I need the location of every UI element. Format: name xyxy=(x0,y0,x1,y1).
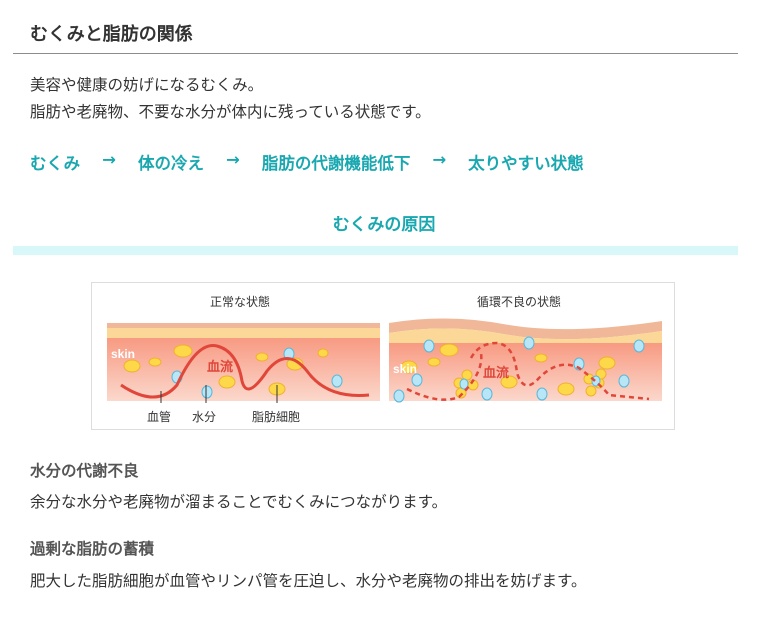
fat-cell-label: 脂肪細胞 xyxy=(252,410,301,424)
flow-step: 太りやすい状態 xyxy=(468,154,584,173)
arrow-icon: → xyxy=(102,150,116,169)
label-leaders xyxy=(160,385,278,403)
intro-line-1: 美容や健康の妨げになるむくみ。 xyxy=(30,76,264,94)
page-title: むくみと脂肪の関係 xyxy=(30,24,193,45)
section-heading: むくみの原因 xyxy=(332,215,436,235)
heading-band xyxy=(13,246,738,255)
cause-flow: むくみ → 体の冷え → 脂肪の代謝機能低下 → 太りやすい状態 xyxy=(30,150,606,174)
arrow-icon: → xyxy=(432,150,447,169)
flow-step: むくみ xyxy=(30,154,81,173)
section-text: 肥大した脂肪細胞が血管やリンパ管を圧迫し、水分や老廃物の排出を妨げます。 xyxy=(30,572,587,590)
skin-label: skin xyxy=(111,347,135,361)
blood-flow-label: 血流 xyxy=(207,359,233,375)
section-heading: 過剰な脂肪の蓄積 xyxy=(30,540,155,558)
title-divider xyxy=(13,53,738,54)
normal-skin-illustration: skin 血流 xyxy=(107,323,380,401)
water-label: 水分 xyxy=(192,410,217,424)
section-text: 余分な水分や老廃物が溜まることでむくみにつながります。 xyxy=(30,493,448,511)
flow-step: 体の冷え xyxy=(138,154,204,173)
section-heading: 水分の代謝不良 xyxy=(30,462,139,480)
flow-step: 脂肪の代謝機能低下 xyxy=(261,154,411,173)
circulation-figure: 正常な状態 循環不良の状態 skin 血流 skin 血流 血管 水分 脂肪細胞 xyxy=(91,282,675,430)
normal-title: 正常な状態 xyxy=(210,295,271,309)
poor-circulation-illustration: skin 血流 xyxy=(389,318,662,403)
skin-label: skin xyxy=(393,362,417,376)
vessel-label: 血管 xyxy=(147,410,172,424)
poor-title: 循環不良の状態 xyxy=(477,295,562,309)
intro-line-2: 脂肪や老廃物、不要な水分が体内に残っている状態です。 xyxy=(30,103,431,121)
arrow-icon: → xyxy=(226,150,240,169)
blood-flow-label: 血流 xyxy=(483,365,509,381)
